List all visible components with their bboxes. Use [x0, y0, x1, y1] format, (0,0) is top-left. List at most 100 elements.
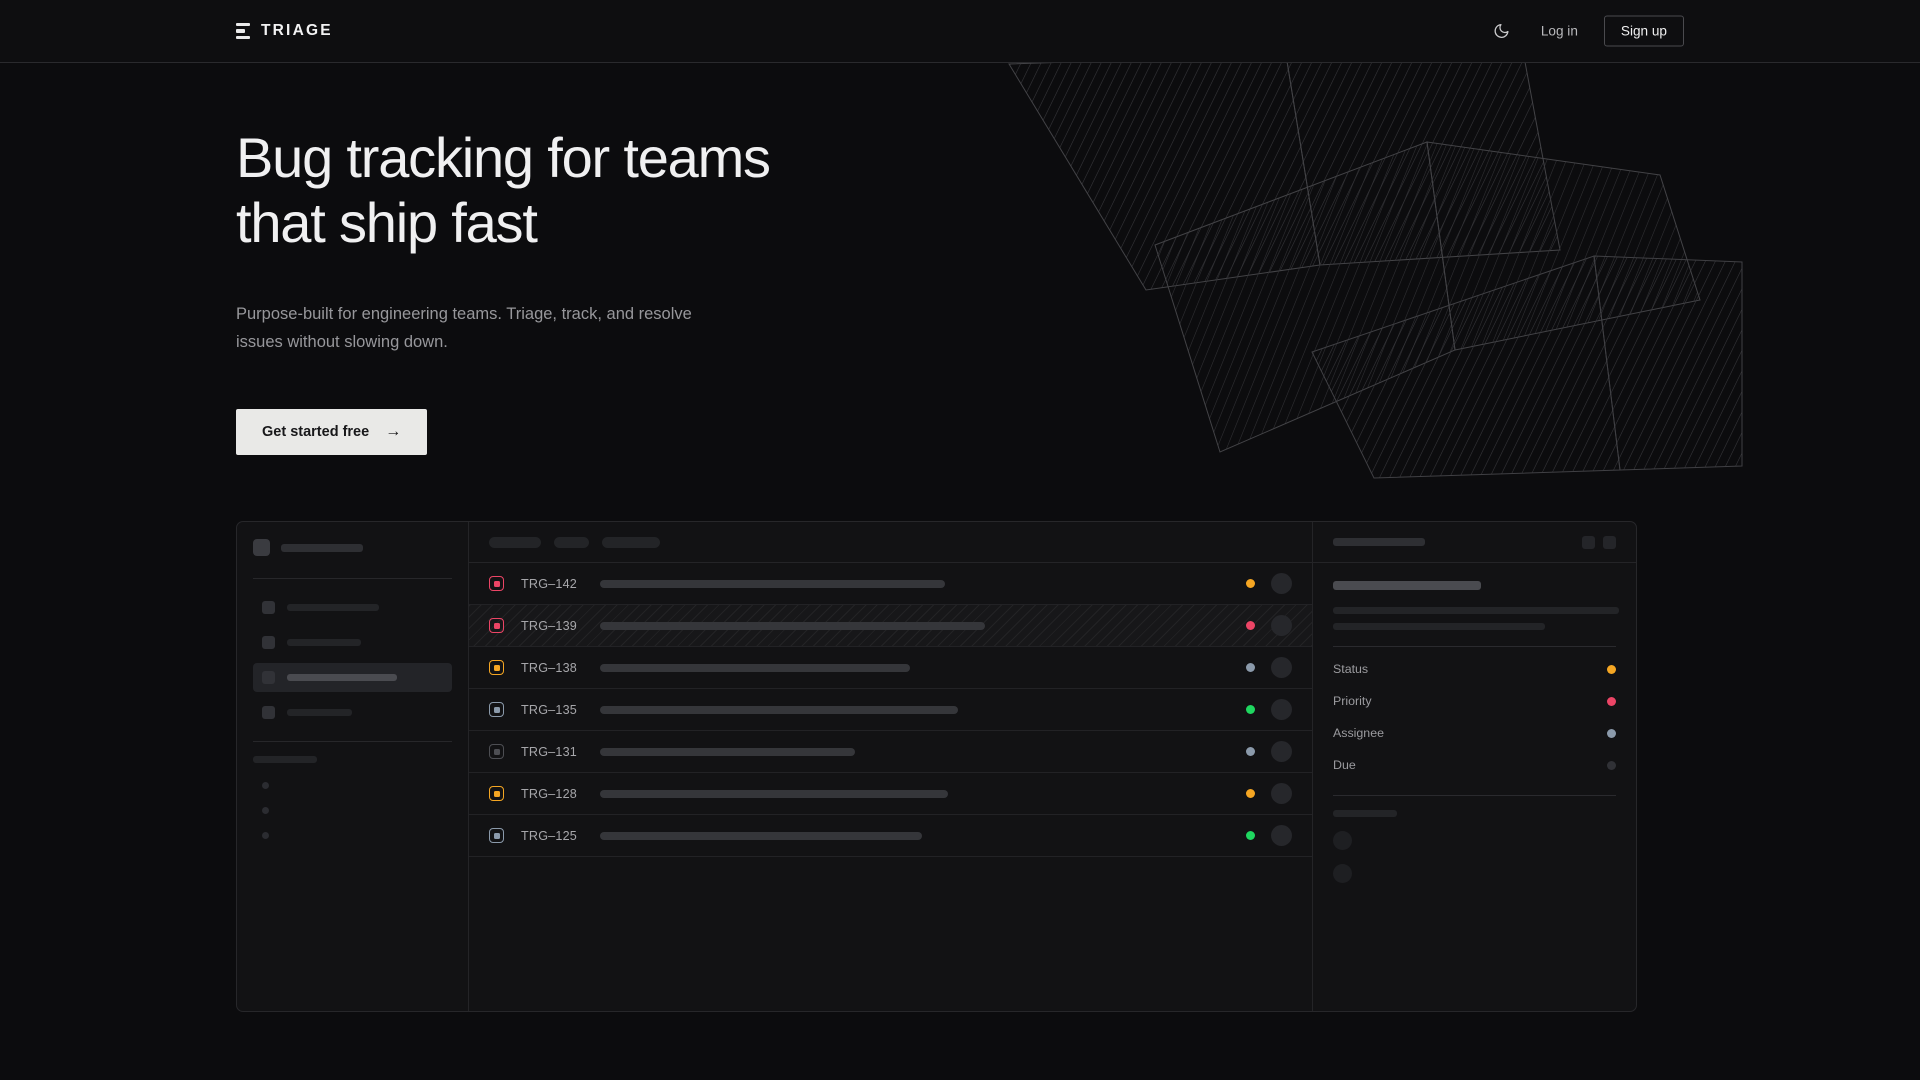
- sidebar-item-icon: [262, 706, 275, 719]
- status-dot: [1246, 831, 1255, 840]
- priority-badge-icon: [489, 744, 504, 759]
- detail-divider: [1333, 646, 1616, 647]
- issue-title-skeleton: [600, 705, 958, 714]
- issue-title-skeleton: [600, 579, 945, 588]
- activity-item: [1333, 850, 1616, 883]
- sidebar-sub-item-0[interactable]: [253, 773, 452, 798]
- sidebar-sub-list: [253, 773, 452, 848]
- meta-value-dot: [1607, 664, 1616, 674]
- table-row[interactable]: TRG–135: [469, 689, 1312, 731]
- sidebar-item-icon: [262, 671, 275, 684]
- priority-badge-icon: [489, 576, 504, 591]
- sidebar-sub-item-2[interactable]: [253, 823, 452, 848]
- filter-pill-2[interactable]: [602, 536, 660, 548]
- meta-row-due[interactable]: Due: [1333, 749, 1616, 781]
- meta-label: Due: [1333, 758, 1356, 772]
- issue-title-skeleton: [600, 789, 948, 798]
- issue-desc-skeleton: [1333, 623, 1545, 630]
- sidebar-item-label-skeleton: [287, 604, 379, 611]
- avatar[interactable]: [1271, 699, 1292, 720]
- sidebar-item-3[interactable]: [253, 698, 452, 727]
- row-actions: [1246, 573, 1292, 594]
- get-started-button[interactable]: Get started free →: [236, 408, 428, 455]
- issue-title-skeleton: [600, 663, 910, 672]
- workspace-avatar: [253, 539, 270, 556]
- avatar[interactable]: [1271, 783, 1292, 804]
- sidebar-item-1[interactable]: [253, 628, 452, 657]
- detail-actions: [1582, 535, 1616, 549]
- status-dot: [1246, 579, 1255, 588]
- get-started-label: Get started free: [262, 423, 370, 440]
- sidebar-item-label-skeleton: [287, 674, 397, 681]
- table-row[interactable]: TRG–131: [469, 731, 1312, 773]
- status-dot: [1246, 621, 1255, 630]
- avatar[interactable]: [1271, 825, 1292, 846]
- sidebar-workspace[interactable]: [253, 539, 452, 556]
- table-row[interactable]: TRG–139: [469, 605, 1312, 647]
- meta-row-assignee[interactable]: Assignee: [1333, 717, 1616, 749]
- avatar[interactable]: [1271, 657, 1292, 678]
- sidebar-item-icon: [262, 601, 275, 614]
- filter-pill-1[interactable]: [554, 536, 589, 548]
- square-icon[interactable]: [1603, 535, 1616, 549]
- sidebar-sub-item-1[interactable]: [253, 798, 452, 823]
- activity-divider: [1333, 795, 1616, 796]
- sidebar-item-label-skeleton: [287, 639, 361, 646]
- sidebar-item-label-skeleton: [287, 709, 352, 716]
- meta-value-dot: [1607, 696, 1616, 706]
- sidebar-item-icon: [262, 636, 275, 649]
- status-dot: [1246, 789, 1255, 798]
- sidebar-item-0[interactable]: [253, 593, 452, 622]
- detail-toolbar: [1313, 522, 1636, 563]
- hero-subtext: Purpose-built for engineering teams. Tri…: [236, 304, 692, 352]
- moon-icon[interactable]: [1489, 18, 1515, 44]
- meta-label: Priority: [1333, 694, 1372, 708]
- avatar[interactable]: [1271, 615, 1292, 636]
- priority-badge-icon: [489, 660, 504, 675]
- nav-actions: Log in Sign up: [1489, 15, 1684, 47]
- brand-logo[interactable]: TRIAGE: [236, 22, 333, 40]
- table-row[interactable]: TRG–142: [469, 563, 1312, 605]
- issue-title-skeleton: [600, 831, 922, 840]
- avatar[interactable]: [1271, 741, 1292, 762]
- row-actions: [1246, 783, 1292, 804]
- heading-line-2: that ship fast: [236, 190, 538, 254]
- issue-id: TRG–139: [521, 618, 577, 633]
- sidebar-item-2[interactable]: [253, 663, 452, 692]
- meta-value-dot: [1607, 760, 1616, 770]
- priority-badge-icon: [489, 828, 504, 843]
- avatar[interactable]: [1271, 573, 1292, 594]
- table-row[interactable]: TRG–138: [469, 647, 1312, 689]
- filter-pill-0[interactable]: [489, 536, 541, 548]
- meta-value-dot: [1607, 728, 1616, 738]
- meta-row-priority[interactable]: Priority: [1333, 685, 1616, 717]
- row-actions: [1246, 615, 1292, 636]
- login-link[interactable]: Log in: [1540, 23, 1578, 39]
- table-row[interactable]: TRG–128: [469, 773, 1312, 815]
- sidebar-section-label-skeleton: [253, 756, 317, 763]
- sidebar-nav-list: [253, 593, 452, 727]
- bullet-icon: [262, 832, 269, 839]
- row-actions: [1246, 825, 1292, 846]
- row-actions: [1246, 657, 1292, 678]
- priority-badge-icon: [489, 618, 504, 633]
- heading-line-1: Bug tracking for teams: [236, 126, 771, 189]
- stacked-bars-logo-icon: [236, 22, 250, 40]
- issue-title-skeleton: [1333, 581, 1481, 590]
- signup-button[interactable]: Sign up: [1603, 15, 1684, 47]
- row-actions: [1246, 699, 1292, 720]
- square-icon[interactable]: [1582, 535, 1595, 549]
- meta-row-status[interactable]: Status: [1333, 653, 1616, 685]
- detail-title-skeleton: [1333, 538, 1425, 546]
- issue-list-toolbar: [469, 522, 1312, 563]
- issue-title-skeleton: [600, 621, 985, 630]
- row-actions: [1246, 741, 1292, 762]
- table-row[interactable]: TRG–125: [469, 815, 1312, 857]
- meta-label: Assignee: [1333, 726, 1384, 740]
